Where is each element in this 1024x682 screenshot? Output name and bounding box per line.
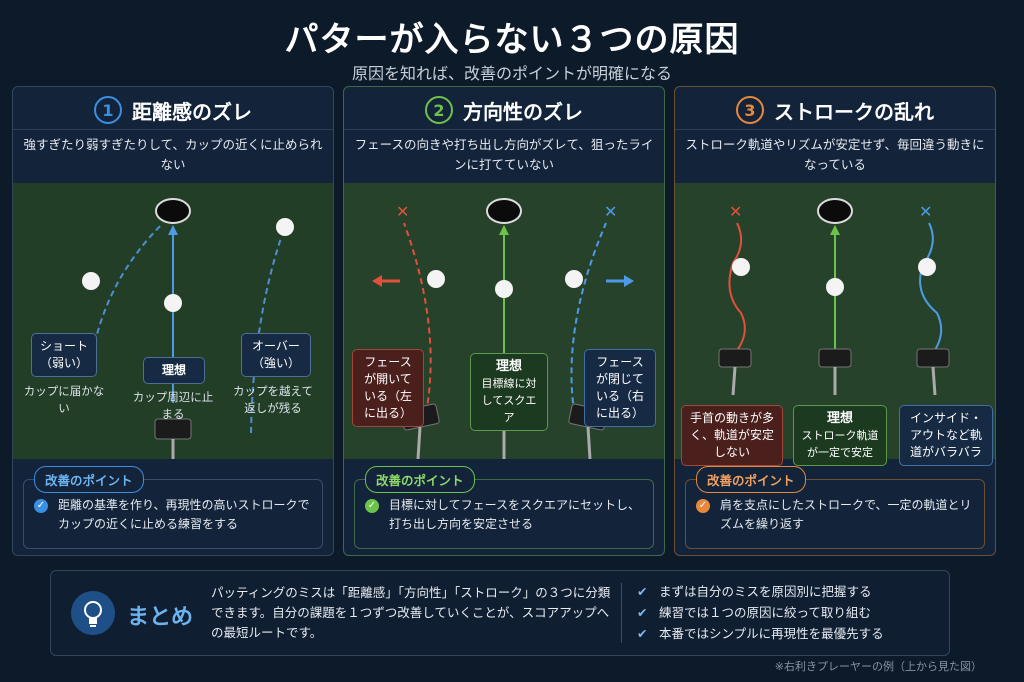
number-badge: 3: [736, 96, 764, 124]
improve-text: 目標に対してフェースをスクエアにセットし、打ち出し方向を安定させる: [389, 498, 641, 531]
page-title: パターが入らない３つの原因: [284, 20, 740, 60]
label-ideal: 理想 ストローク軌道が一定で安定: [793, 405, 887, 466]
ball-icon: [164, 294, 182, 312]
panel-description: フェースの向きや打ち出し方向がズレて、狙ったラインに打てていない: [354, 137, 654, 172]
check-icon: ✓: [696, 499, 710, 513]
ball-icon: [565, 270, 583, 288]
panel-title: 3 ストロークの乱れ: [675, 93, 995, 127]
label-short: ショート（弱い）: [31, 333, 97, 377]
arrow-right-icon: [624, 275, 634, 287]
label-inside-out: インサイド・アウトなど軌道がバラバラ: [899, 405, 993, 466]
label-closed-face: フェースが閉じている（右に出る）: [584, 349, 656, 427]
putter-icon: [818, 348, 852, 368]
miss-x-icon: ✕: [396, 202, 409, 221]
summary-point-text: 練習では１つの原因に絞って取り組む: [659, 605, 871, 620]
miss-x-icon: ✕: [604, 202, 617, 221]
summary-text: パッティングのミスは「距離感」「方向性」「ストローク」の３つに分類できます。自分…: [211, 585, 611, 640]
ball-icon: [495, 280, 513, 298]
panel-description: ストローク軌道やリズムが安定せず、毎回違う動きになっている: [685, 137, 985, 172]
cup-icon: [155, 198, 191, 224]
green-scene: [13, 183, 333, 459]
caption-ideal: カップ周辺に止まる: [132, 390, 214, 421]
ideal-caption: 目標線に対してスクエア: [481, 377, 537, 424]
panel-distance: 1 距離感のズレ 強すぎたり弱すぎたりして、カップの近くに止められない ショート…: [12, 86, 334, 556]
number-badge: 2: [425, 96, 453, 124]
summary-point: ✔ まずは自分のミスを原因別に把握する: [637, 581, 884, 602]
panel-title-text: ストロークの乱れ: [774, 99, 934, 124]
improve-text: 距離の基準を作り、再現性の高いストロークでカップの近くに止める練習をする: [58, 498, 310, 531]
check-icon: ✓: [365, 499, 379, 513]
ball-icon: [826, 278, 844, 296]
check-icon: ✓: [34, 499, 48, 513]
check-icon: ✔: [637, 626, 648, 641]
ball-icon: [918, 258, 936, 276]
summary-box: まとめ パッティングのミスは「距離感」「方向性」「ストローク」の３つに分類できま…: [50, 570, 950, 656]
miss-x-icon: ✕: [729, 202, 742, 221]
check-icon: ✔: [637, 605, 648, 620]
ideal-caption: ストローク軌道が一定で安定: [801, 429, 879, 459]
panel-title: 1 距離感のズレ: [13, 93, 333, 127]
label-ideal: 理想 目標線に対してスクエア: [470, 353, 548, 431]
ball-icon: [732, 258, 750, 276]
summary-title: まとめ: [127, 605, 194, 630]
panel-title: 2 方向性のズレ: [344, 93, 664, 127]
divider: [675, 129, 995, 130]
cup-icon: [817, 198, 853, 224]
cup-icon: [486, 198, 522, 224]
divider: [344, 129, 664, 130]
label-over: オーバー（強い）: [241, 333, 311, 377]
number-badge: 1: [94, 96, 122, 124]
ideal-title: 理想: [495, 359, 522, 374]
footnote: ※右利きプレーヤーの例（上から見た図）: [774, 660, 982, 673]
caption-over: カップを越えて返しが残る: [233, 384, 313, 415]
label-open-face: フェースが開いている（左に出る）: [352, 349, 424, 427]
summary-point-text: まずは自分のミスを原因別に把握する: [659, 584, 872, 599]
ball-icon: [276, 218, 294, 236]
panel-stroke: 3 ストロークの乱れ ストローク軌道やリズムが安定せず、毎回違う動きになっている…: [674, 86, 996, 556]
putter-icon: [916, 348, 950, 368]
improve-box: 改善のポイント ✓ 肩を支点にしたストロークで、一定の軌道とリズムを繰り返す: [685, 466, 985, 549]
summary-point-text: 本番ではシンプルに再現性を最優先する: [659, 626, 884, 641]
panel-title-text: 距離感のズレ: [132, 99, 252, 124]
arrow-left-icon: [372, 275, 382, 287]
improve-text: 肩を支点にしたストロークで、一定の軌道とリズムを繰り返す: [720, 498, 972, 531]
miss-x-icon: ✕: [919, 202, 932, 221]
ideal-title: 理想: [826, 411, 853, 426]
lightbulb-icon: [71, 591, 115, 635]
panel-direction: 2 方向性のズレ フェースの向きや打ち出し方向がズレて、狙ったラインに打てていな…: [343, 86, 665, 556]
improve-box: 改善のポイント ✓ 目標に対してフェースをスクエアにセットし、打ち出し方向を安定…: [354, 466, 654, 549]
divider: [13, 129, 333, 130]
divider: [621, 583, 622, 643]
ball-icon: [82, 272, 100, 290]
improve-label: 改善のポイント: [696, 466, 806, 493]
page-subtitle: 原因を知れば、改善のポイントが明確になる: [351, 64, 672, 83]
label-ideal: 理想: [143, 357, 205, 384]
panel-title-text: 方向性のズレ: [463, 99, 583, 124]
label-wrist: 手首の動きが多く、軌道が安定しない: [681, 405, 783, 466]
improve-label: 改善のポイント: [365, 466, 475, 493]
check-icon: ✔: [637, 584, 648, 599]
ball-icon: [427, 270, 445, 288]
improve-label: 改善のポイント: [34, 466, 144, 493]
summary-points: ✔ まずは自分のミスを原因別に把握する ✔ 練習では１つの原因に絞って取り組む ✔ 本…: [637, 581, 884, 644]
putter-icon: [718, 348, 752, 368]
panel-description: 強すぎたり弱すぎたりして、カップの近くに止められない: [23, 137, 323, 172]
improve-box: 改善のポイント ✓ 距離の基準を作り、再現性の高いストロークでカップの近くに止め…: [23, 466, 323, 549]
summary-point: ✔ 練習では１つの原因に絞って取り組む: [637, 602, 884, 623]
summary-point: ✔ 本番ではシンプルに再現性を最優先する: [637, 623, 884, 644]
caption-short: カップに届かない: [23, 384, 105, 415]
